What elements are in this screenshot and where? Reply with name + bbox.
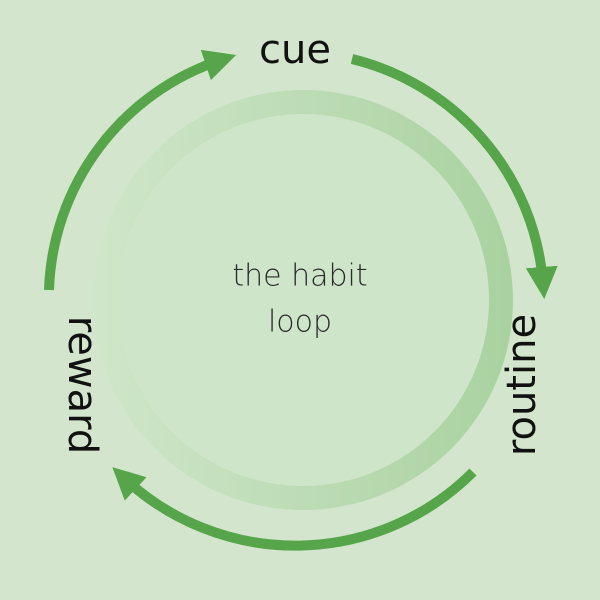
arrow-routine-to-reward [112,467,477,551]
stage-label-routine: routine [499,314,545,456]
inner-disc [117,114,489,486]
center-title-line-2: loop [268,305,332,340]
arrow-reward-to-cue [44,49,237,291]
arrow-cue-to-routine [350,54,558,299]
stage-label-cue: cue [259,27,331,73]
stage-label-reward: reward [59,316,105,455]
center-title-line-1: the habit [232,259,367,294]
